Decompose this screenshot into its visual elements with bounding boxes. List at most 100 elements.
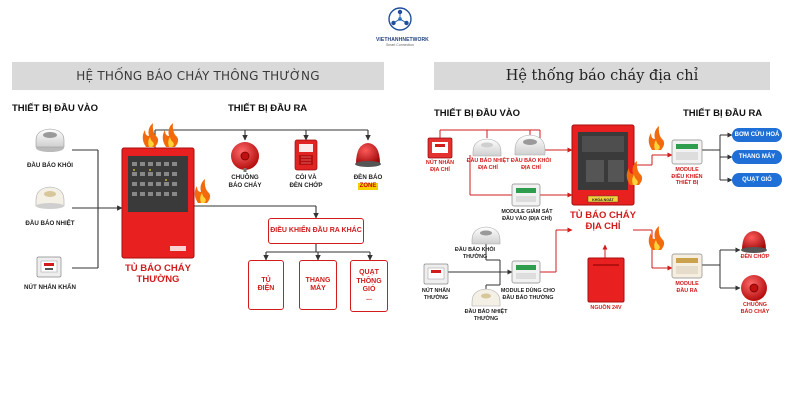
- right-panel-screen-text: KHÓA NGẮT: [592, 198, 614, 202]
- output-module-line1: MODULE: [675, 281, 699, 287]
- left-outputs-title: THIẾT BỊ ĐẦU RA: [228, 103, 308, 114]
- conv-call-point-line1: NÚT NHẤN: [421, 288, 451, 294]
- left-inputs-title: THIẾT BỊ ĐẦU VÀO: [12, 103, 99, 114]
- addr-smoke-line2: ĐỊA CHỈ: [521, 164, 541, 171]
- left-bell-label-line2: BÁO CHÁY: [228, 181, 262, 189]
- left-heat-detector-label: ĐẦU BÁO NHIỆT: [25, 220, 75, 227]
- left-heat-detector-icon: [35, 186, 65, 209]
- addr-smoke-line1: ĐẦU BÁO KHÓI: [510, 158, 552, 164]
- right-conv-module-label: MODULE DÙNG CHO ĐẦU BÁO THƯỜNG: [494, 288, 562, 301]
- addr-heat-line1: ĐẦU BÁO NHIỆT: [466, 158, 510, 164]
- left-zone-lamp-label: ĐÈN BÁO ZONE: [338, 174, 398, 190]
- conv-module-line1: MODULE DÙNG CHO: [500, 288, 556, 294]
- left-bell-icon: [231, 142, 259, 172]
- control-item-fan-line3: GIÓ: [362, 286, 376, 293]
- right-panel-label: TỦ BÁO CHÁY ĐỊA CHỈ: [558, 210, 648, 232]
- left-panel-label-line2: THƯỜNG: [136, 274, 180, 285]
- right-control-module-label: MODULE ĐIỀU KHIỂN THIẾT BỊ: [662, 167, 712, 187]
- brand-tagline: Smart Connection: [385, 43, 414, 47]
- right-outputs-title: THIẾT BỊ ĐẦU RA: [683, 108, 763, 119]
- control-item-fan-line4: ...: [366, 294, 372, 302]
- right-addr-heat-label: ĐẦU BÁO NHIỆT ĐỊA CHỈ: [462, 158, 514, 171]
- control-item-cabinet-line2: ĐIỆN: [257, 285, 275, 292]
- right-strobe-label: ĐÈN CHỚP: [740, 254, 770, 260]
- left-call-point-label: NÚT NHẤN KHẨN: [24, 284, 76, 291]
- addr-heat-line2: ĐỊA CHỈ: [478, 164, 498, 171]
- right-bell-label-line2: BÁO CHÁY: [740, 308, 770, 315]
- left-zone-lamp-label-text: ĐÈN BÁO: [353, 174, 383, 181]
- right-addr-call-point-label: NÚT NHẤN ĐỊA CHỈ: [416, 160, 464, 173]
- conv-smoke-line1: ĐẦU BÁO KHÓI: [454, 247, 496, 253]
- left-connections: [72, 129, 373, 269]
- right-bell-label: CHUÔNG BÁO CHÁY: [730, 302, 780, 315]
- addr-call-point-line1: NÚT NHẤN: [425, 160, 455, 166]
- right-panel-label-line1: TỦ BÁO CHÁY: [570, 210, 636, 221]
- conv-smoke-line2: THƯỜNG: [462, 253, 488, 260]
- conv-heat-line1: ĐẦU BÁO NHIỆT: [464, 309, 508, 315]
- right-monitor-module-label: MODULE GIÁM SÁT ĐẦU VÀO (ĐỊA CHỈ): [488, 209, 566, 222]
- right-strobe-icon: [741, 231, 767, 253]
- right-conv-heat-label: ĐẦU BÁO NHIỆT THƯỜNG: [454, 309, 518, 322]
- brand-logo: VIETHANHNETWORK Smart Connection: [376, 6, 429, 50]
- left-panel-label-line1: TỦ BÁO CHÁY: [125, 263, 191, 274]
- right-psu-label: NGUỒN 24V: [590, 305, 622, 311]
- right-system-title: Hệ thống báo cháy địa chỉ: [434, 62, 770, 90]
- right-flame-icons: [626, 126, 665, 250]
- right-addr-smoke-label: ĐẦU BÁO KHÓI ĐỊA CHỈ: [504, 158, 558, 171]
- control-item-fan-line2: THÔNG: [356, 277, 382, 285]
- right-output-module-label: MODULE ĐẦU RA: [662, 281, 712, 294]
- target-fire-pump: BƠM CỨU HOẢ: [732, 128, 782, 142]
- right-conv-smoke-label: ĐẦU BÁO KHÓI THƯỜNG: [448, 247, 502, 260]
- right-addr-call-point-icon: [427, 137, 453, 159]
- conv-call-point-line2: THƯỜNG: [423, 294, 449, 301]
- left-smoke-detector-label: ĐẦU BÁO KHÓI: [26, 162, 74, 169]
- right-conv-call-point-icon: [423, 263, 449, 285]
- left-smoke-detector-icon: [35, 128, 65, 152]
- right-connections-black: [448, 132, 741, 291]
- right-conv-call-point-label: NÚT NHẤN THƯỜNG: [412, 288, 460, 301]
- output-module-line2: ĐẦU RA: [676, 287, 698, 294]
- right-addr-smoke-detector-icon: [514, 134, 546, 156]
- control-item-cabinet-line1: TỦ: [261, 276, 271, 284]
- conv-heat-line2: THƯỜNG: [473, 315, 499, 322]
- target-elevator: THANG MÁY: [732, 150, 782, 164]
- right-conv-module-icon: [511, 260, 541, 284]
- right-control-module-icon: [671, 139, 703, 165]
- right-output-module-icon: [671, 253, 703, 279]
- control-module-line2: ĐIỀU KHIỂN: [671, 173, 703, 180]
- left-fire-panel-icon: [121, 147, 195, 259]
- zone-tag: ZONE: [357, 182, 379, 190]
- left-bell-label: CHUÔNG BÁO CHÁY: [215, 174, 275, 189]
- left-panel-label: TỦ BÁO CHÁY THƯỜNG: [108, 263, 208, 285]
- right-bell-label-line1: CHUÔNG: [743, 302, 767, 308]
- left-flame-icons: [142, 123, 211, 203]
- monitor-module-line2: ĐẦU VÀO (ĐỊA CHỈ): [502, 215, 552, 222]
- monitor-module-line1: MODULE GIÁM SÁT: [501, 209, 553, 215]
- network-logo-icon: [388, 7, 412, 31]
- left-horn-strobe-label: CÒI VÀ ĐÈN CHỚP: [276, 174, 336, 189]
- right-monitor-module-icon: [511, 183, 541, 207]
- control-module-line3: THIẾT BỊ: [675, 180, 699, 186]
- left-bell-label-line1: CHUÔNG: [231, 174, 259, 181]
- right-bell-icon: [741, 275, 767, 301]
- conv-module-line2: ĐẦU BÁO THƯỜNG: [502, 294, 554, 301]
- right-conv-heat-detector-icon: [471, 288, 501, 307]
- addr-call-point-line2: ĐỊA CHỈ: [430, 166, 450, 173]
- control-item-elevator-line2: MÁY: [310, 285, 326, 292]
- left-zone-lamp-icon: [355, 143, 381, 167]
- left-system-title: HỆ THỐNG BÁO CHÁY THÔNG THƯỜNG: [12, 62, 384, 90]
- right-psu-icon: [587, 257, 625, 303]
- left-horn-strobe-icon: [294, 139, 318, 171]
- brand-name: VIETHANHNETWORK: [376, 37, 429, 43]
- right-conv-smoke-detector-icon: [471, 226, 501, 245]
- left-other-control-box: ĐIỀU KHIỂN ĐẦU RA KHÁC: [268, 218, 364, 244]
- control-item-fan-line1: QUẠT: [359, 269, 379, 276]
- left-call-point-icon: [36, 256, 62, 278]
- right-inputs-title: THIẾT BỊ ĐẦU VÀO: [434, 108, 521, 119]
- left-horn-label-line2: ĐÈN CHỚP: [289, 181, 323, 189]
- right-addr-heat-detector-icon: [472, 138, 502, 157]
